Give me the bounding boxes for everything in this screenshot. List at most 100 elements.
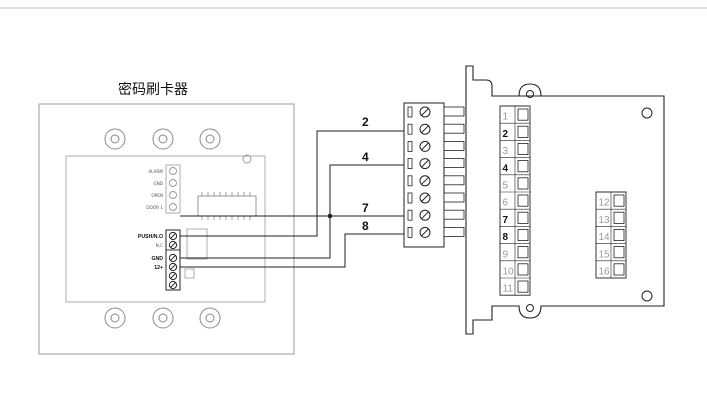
terminal-label: 12+ xyxy=(154,265,163,271)
board-hole-icon xyxy=(641,107,653,119)
indicator-label: OPEN xyxy=(151,193,163,198)
terminal-label: N.C xyxy=(156,243,163,248)
screw-slot xyxy=(517,246,529,259)
indicator-label: ALARM xyxy=(148,169,163,174)
reader-inner-board xyxy=(65,155,266,303)
screw-slot xyxy=(517,108,529,121)
plug-terminal xyxy=(407,175,465,187)
indicator-label: DOOR 1 xyxy=(146,205,163,210)
controller-terminal: 1 xyxy=(500,105,530,124)
screw-slot xyxy=(613,246,625,259)
slot-number: 11 xyxy=(503,284,514,295)
indicator-terminal-block: ALARM GND OPEN DOOR 1 xyxy=(146,164,181,214)
screw-slot xyxy=(517,142,529,155)
slot-number: 5 xyxy=(503,181,509,192)
board-hole-icon xyxy=(242,154,252,164)
slot-number: 14 xyxy=(599,232,611,243)
relay-box xyxy=(186,228,208,260)
wire-label-8: 8 xyxy=(362,219,369,233)
screw-slot xyxy=(517,211,529,224)
controller-terminal: 13 xyxy=(596,208,626,227)
slot-number: 4 xyxy=(503,163,509,174)
screw-slot xyxy=(517,280,529,293)
slot-number: 9 xyxy=(503,249,509,260)
slot-number: 7 xyxy=(503,215,509,226)
buzzer-icon xyxy=(184,268,195,279)
controller-terminal: 15 xyxy=(596,243,626,261)
controller-terminal: 14 xyxy=(596,226,626,244)
terminal-label: PUSH/N.O xyxy=(138,234,163,240)
screw-slot xyxy=(613,194,625,207)
plug-terminal xyxy=(407,140,465,152)
plug-terminal xyxy=(407,106,465,118)
mounting-screw-icon xyxy=(152,128,174,150)
screw-slot xyxy=(517,263,529,276)
plug-pin xyxy=(443,158,465,169)
connector-plug xyxy=(403,102,465,248)
controller-terminal: 12 xyxy=(596,191,626,210)
plug-terminal xyxy=(407,123,465,135)
screw-slot xyxy=(613,228,625,241)
terminal-label: GND xyxy=(151,256,163,262)
plug-terminal xyxy=(407,158,465,170)
mounting-screw-icon xyxy=(152,307,174,329)
mounting-screw-icon xyxy=(199,128,221,150)
controller-terminal: 9 xyxy=(500,243,530,261)
wire-label-4: 4 xyxy=(362,150,369,164)
controller-terminal: 16 xyxy=(596,260,626,278)
screw-slot xyxy=(517,125,529,138)
slot-number: 2 xyxy=(503,129,509,140)
screw-slot xyxy=(517,177,529,190)
wire-label-2: 2 xyxy=(362,115,369,129)
wire-junction xyxy=(327,213,333,219)
reader-title: 密码刷卡器 xyxy=(118,81,188,98)
plug-pin xyxy=(443,140,465,151)
wire-2 xyxy=(180,130,410,237)
slot-number: 1 xyxy=(503,112,509,123)
plug-pin xyxy=(443,175,465,186)
plug-pin xyxy=(443,226,465,237)
plug-pin xyxy=(443,192,465,203)
slot-number: 15 xyxy=(599,249,611,260)
slot-number: 6 xyxy=(503,198,509,209)
board-hole-icon xyxy=(526,304,534,312)
wire-8 xyxy=(180,233,410,268)
screw-slot xyxy=(613,211,625,224)
screw-slot xyxy=(517,194,529,207)
controller-terminal: 3 xyxy=(500,140,530,158)
controller-terminal: 6 xyxy=(500,191,530,210)
plug-pin xyxy=(443,123,465,134)
wire-4 xyxy=(180,164,410,259)
board-hole-icon xyxy=(526,90,534,98)
plug-terminal xyxy=(407,192,465,204)
reader-outer-plate xyxy=(38,103,295,355)
screw-slot xyxy=(613,263,625,276)
slot-number: 10 xyxy=(503,267,515,278)
slot-number: 16 xyxy=(599,267,611,278)
slot-number: 8 xyxy=(503,232,509,243)
controller-terminal: 11 xyxy=(500,277,530,296)
board-hole-icon xyxy=(641,290,653,302)
card-reader: 密码刷卡器 ALARM xyxy=(38,81,295,355)
wires xyxy=(180,130,410,268)
controller-terminal: 4 xyxy=(500,157,530,175)
plug-terminal xyxy=(407,226,465,238)
reader-terminal-block: PUSH/N.O N.C GND 12+ xyxy=(138,229,181,291)
wire-label-7: 7 xyxy=(362,201,369,215)
screw-slot xyxy=(517,228,529,241)
plug-terminal xyxy=(407,209,465,221)
terminal-strip-1-11: 1 2 3 4 5 6 7 8 9 10 11 xyxy=(499,105,531,296)
screw-slot xyxy=(517,160,529,173)
slot-number: 12 xyxy=(599,198,611,209)
mounting-screw-icon xyxy=(199,307,221,329)
mounting-screw-icon xyxy=(104,307,126,329)
plug-pin xyxy=(443,209,465,220)
slot-number: 13 xyxy=(599,215,611,226)
slot-number: 3 xyxy=(503,146,509,157)
mounting-screw-icon xyxy=(104,128,126,150)
controller-terminal: 10 xyxy=(500,260,530,278)
controller-terminal: 7 xyxy=(500,208,530,227)
controller-terminal: 5 xyxy=(500,174,530,192)
